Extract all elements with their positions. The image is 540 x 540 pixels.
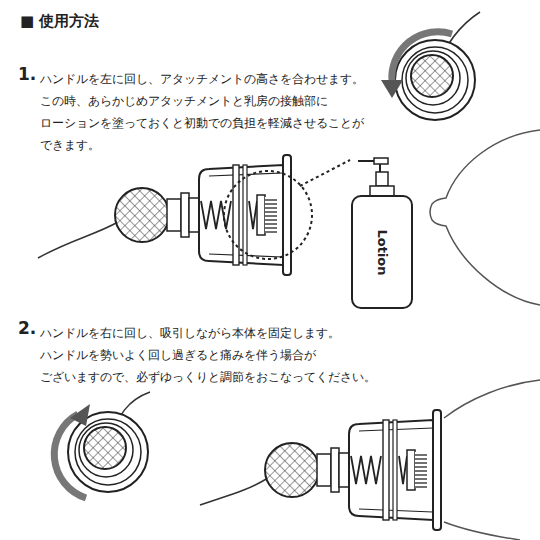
step-text: ハンドルを右に回し、吸引しながら本体を固定します。 ハンドルを勢いよく回し過ぎる… bbox=[40, 322, 400, 388]
step-number: 2. bbox=[18, 318, 36, 338]
bottle-label: Lotion bbox=[374, 229, 389, 275]
step-text: ハンドルを左に回し、アタッチメントの高さを合わせます。 この時、あらかじめアタッ… bbox=[40, 68, 385, 156]
step-number: 1. bbox=[18, 64, 36, 84]
section-title: ■ 使用方法 bbox=[20, 12, 99, 31]
